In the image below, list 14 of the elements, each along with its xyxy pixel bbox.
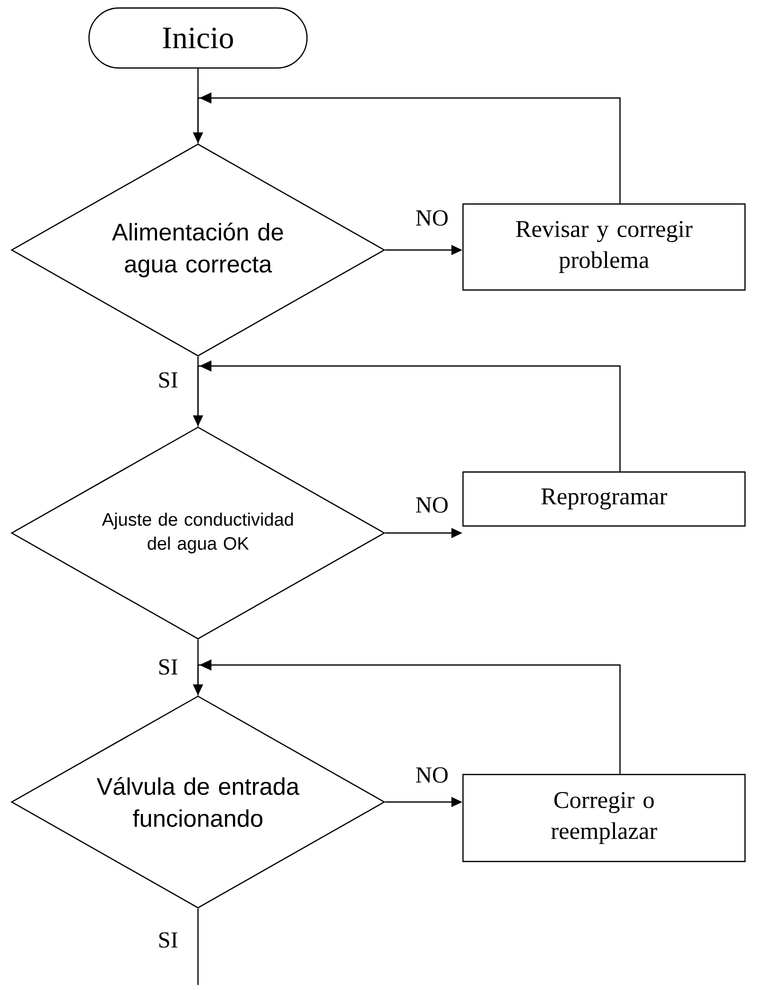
arrow [197, 360, 621, 472]
edge-label: SI [156, 658, 180, 676]
start-terminator: Inicio [88, 7, 308, 69]
process-box: Revisar y corregir problema [462, 203, 746, 291]
edge-label: NO [414, 496, 450, 514]
arrow [197, 659, 621, 774]
edge-label: NO [414, 766, 450, 784]
process-box: Corregir o reemplazar [462, 774, 746, 862]
edge-label: SI [156, 931, 180, 949]
connector-line [197, 908, 199, 985]
edge-label: NO [414, 209, 450, 227]
arrow [197, 92, 621, 204]
edge-label: SI [156, 371, 180, 389]
process-box: Reprogramar [462, 471, 746, 527]
